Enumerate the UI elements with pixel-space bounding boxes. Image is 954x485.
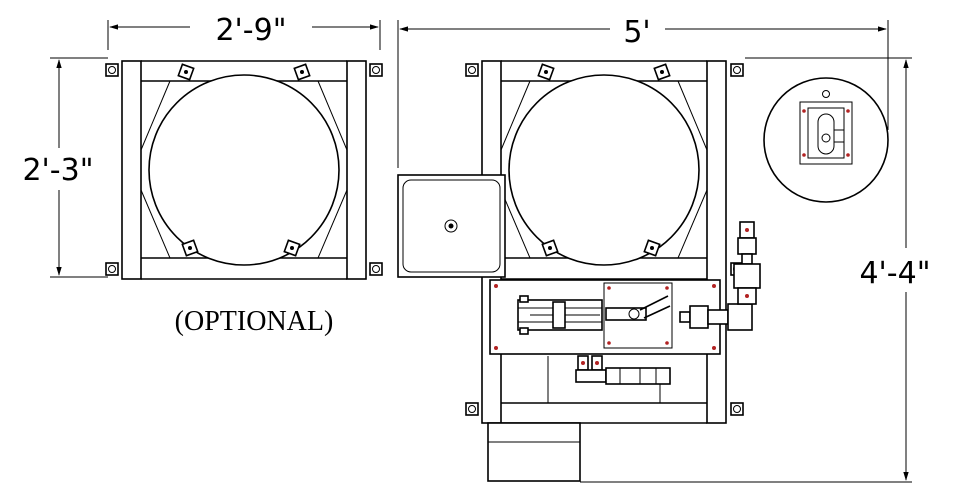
frame-right-rail [346, 60, 367, 280]
optional-unit: 2'-9" 2'-3" [22, 13, 383, 337]
dimension-main-depth: 4'-4" [580, 57, 931, 483]
dimension-label-optional-depth: 2'-3" [22, 153, 93, 188]
lower-plumbing [547, 355, 671, 403]
dimension-label-main-depth: 4'-4" [859, 256, 930, 291]
dimension-main-width: 5' [397, 15, 889, 168]
main-unit: 5' 4'-4" [397, 15, 931, 483]
sink-basin [397, 174, 506, 278]
main-tank-circle [508, 74, 700, 266]
frame-left-rail [121, 60, 142, 280]
tank-circle [148, 74, 340, 266]
dimension-label-optional-width: 2'-9" [215, 13, 286, 48]
optional-label: (OPTIONAL) [175, 306, 334, 337]
valve-stack [733, 221, 761, 305]
control-panel [489, 279, 753, 355]
dimension-optional-depth: 2'-3" [22, 57, 108, 278]
main-mount-clips [537, 63, 671, 257]
mount-clips [177, 63, 311, 257]
dimension-label-main-width: 5' [623, 15, 650, 50]
detail-view [763, 77, 889, 203]
corner-feet [105, 63, 383, 276]
main-frame-right-rail [706, 60, 727, 424]
bottom-housing [487, 422, 581, 482]
dimension-optional-width: 2'-9" [107, 13, 381, 50]
